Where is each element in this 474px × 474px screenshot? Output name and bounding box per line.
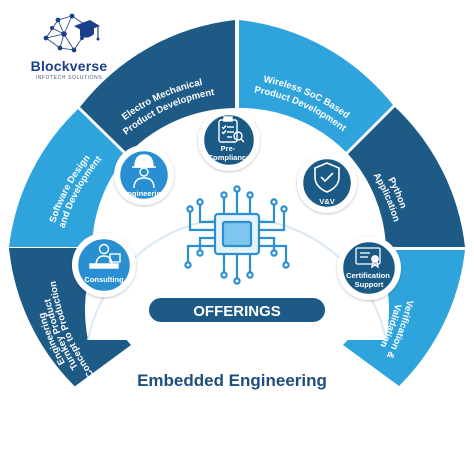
badge-certification-support xyxy=(337,236,401,300)
badge-label-consulting: Consulting xyxy=(84,275,124,284)
offerings-pill xyxy=(147,296,327,324)
offerings-label: OFFERINGS xyxy=(193,303,281,320)
segment-python-application xyxy=(348,107,465,247)
badge-engineering xyxy=(114,145,174,205)
shield-check-icon xyxy=(314,162,340,193)
badge-label-certification: Certification Support xyxy=(346,271,392,289)
consultant-desk-icon xyxy=(89,243,121,269)
segment-wireless-soc xyxy=(239,20,393,152)
segment-electro-mechanical xyxy=(80,20,235,154)
badge-label-pre-compliance: Pre- Compliance xyxy=(208,144,251,162)
badge-pre-compliance xyxy=(198,109,260,171)
segment-software-design xyxy=(9,109,126,247)
blockverse-logo-icon xyxy=(43,13,100,53)
page-title: Embedded Engineering xyxy=(137,371,327,390)
logo-name: Blockverse xyxy=(30,58,108,74)
checklist-clipboard-icon xyxy=(218,116,245,143)
segment-verification-validation xyxy=(343,250,465,386)
segment-concept-to-production xyxy=(9,248,131,387)
certificate-icon xyxy=(355,247,381,269)
engineer-hardhat-icon xyxy=(132,154,156,189)
badge-label-engineering: Engineering xyxy=(122,189,166,198)
badge-label-vv: V&V xyxy=(319,197,334,206)
microchip-icon xyxy=(184,185,290,285)
logo-tagline: INFOTECH SOLUTIONS xyxy=(35,75,103,81)
